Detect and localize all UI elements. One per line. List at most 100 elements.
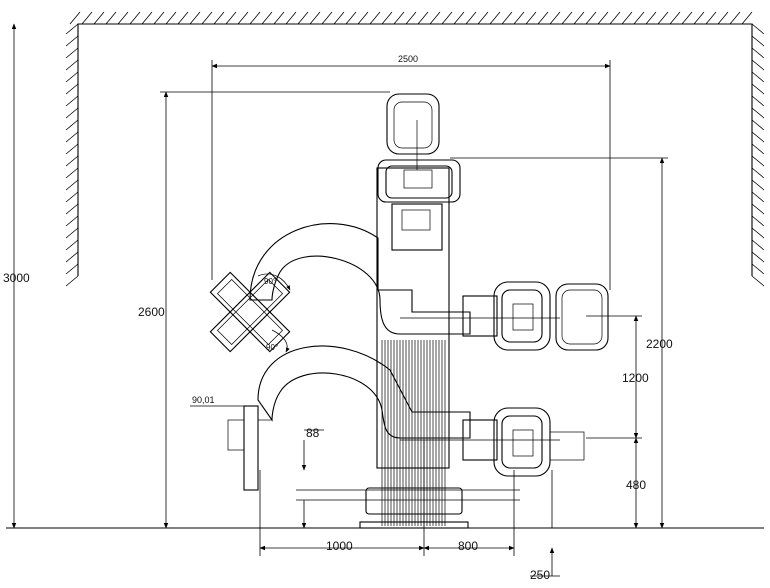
hatch-line [417, 11, 429, 25]
hatch-line [729, 11, 741, 25]
hatch-line [65, 35, 79, 47]
upper-detector-shell [555, 283, 609, 351]
hatch-line [751, 35, 765, 47]
hatch-line [645, 11, 657, 25]
hatch-line [129, 11, 141, 25]
hatch-line [309, 11, 321, 25]
hatch-line [609, 11, 621, 25]
upper-c-arm [209, 223, 560, 353]
hatch-line [153, 11, 165, 25]
hatch-line [201, 11, 213, 25]
hatch-line [369, 11, 381, 25]
hatch-line [751, 239, 765, 251]
hatch-line [65, 263, 79, 275]
hatch-line [525, 11, 537, 25]
dim-3000: 3000 [3, 271, 30, 285]
hatch-line [751, 143, 765, 155]
hatch-line [65, 215, 79, 227]
hatch-line [165, 11, 177, 25]
hatch-line [549, 11, 561, 25]
hatch-line [65, 83, 79, 95]
upper-detector-screen [512, 303, 534, 331]
hatch-line [345, 11, 357, 25]
hatch-line [213, 11, 225, 25]
dim-1200: 1200 [622, 371, 649, 385]
hatch-line [441, 11, 453, 25]
hatch-line [751, 191, 765, 203]
dim-2600: 2600 [138, 305, 165, 319]
hatch-line [93, 11, 105, 25]
hatch-line [117, 11, 129, 25]
hatch-line [705, 11, 717, 25]
room-wall [65, 11, 765, 287]
right-wall-hatching [751, 23, 765, 287]
hatch-line [65, 95, 79, 107]
lower-left-detector [243, 405, 259, 491]
hatch-line [141, 11, 153, 25]
left-wall-hatching [65, 23, 79, 287]
dim-2500: 2500 [398, 54, 418, 64]
hatch-line [105, 11, 117, 25]
dim-800: 800 [458, 539, 478, 553]
hatch-line [585, 11, 597, 25]
hatch-line [69, 11, 81, 25]
main-column [359, 167, 469, 529]
hatch-line [751, 107, 765, 119]
column-stripes [381, 340, 446, 526]
hatch-line [393, 11, 405, 25]
hatch-line [717, 11, 729, 25]
hatch-line [381, 11, 393, 25]
hatch-line [237, 11, 249, 25]
hatch-line [65, 203, 79, 215]
dimension-lines [11, 23, 668, 577]
hatch-line [751, 119, 765, 131]
hatch-line [681, 11, 693, 25]
hatch-line [65, 131, 79, 143]
hatch-line [621, 11, 633, 25]
column-foot [359, 521, 469, 529]
hatch-line [477, 11, 489, 25]
hatch-line [285, 11, 297, 25]
hatch-line [751, 155, 765, 167]
hatch-line [751, 23, 765, 35]
angle-label-top: 90° [264, 277, 276, 286]
hatch-line [81, 11, 93, 25]
hatch-line [751, 95, 765, 107]
hatch-line [65, 227, 79, 239]
column-base [365, 487, 463, 515]
angle-label-bottom: 90° [266, 343, 278, 352]
dim-480: 480 [626, 478, 646, 492]
hatch-line [297, 11, 309, 25]
hatch-line [751, 83, 765, 95]
hatch-line [513, 11, 525, 25]
hatch-line [489, 11, 501, 25]
dim-88: 88 [306, 426, 320, 440]
hatch-line [657, 11, 669, 25]
hatch-line [65, 251, 79, 263]
hatch-line [751, 215, 765, 227]
hatch-line [65, 179, 79, 191]
hatch-line [65, 23, 79, 35]
hatch-line [333, 11, 345, 25]
ceiling-hatching [69, 11, 753, 25]
lower-side-detector [462, 407, 585, 477]
hatch-line [273, 11, 285, 25]
hatch-line [429, 11, 441, 25]
hatch-line [65, 239, 79, 251]
top-detector-screen [403, 169, 433, 189]
hatch-line [751, 47, 765, 59]
hatch-line [669, 11, 681, 25]
hatch-line [189, 11, 201, 25]
hatch-line [249, 11, 261, 25]
hatch-line [751, 251, 765, 263]
hatch-line [65, 155, 79, 167]
hatch-line [751, 203, 765, 215]
dim-2200: 2200 [646, 337, 673, 351]
hatch-line [751, 275, 765, 287]
hatch-line [65, 59, 79, 71]
hatch-line [561, 11, 573, 25]
hatch-line [65, 275, 79, 287]
hatch-line [321, 11, 333, 25]
hatch-line [633, 11, 645, 25]
